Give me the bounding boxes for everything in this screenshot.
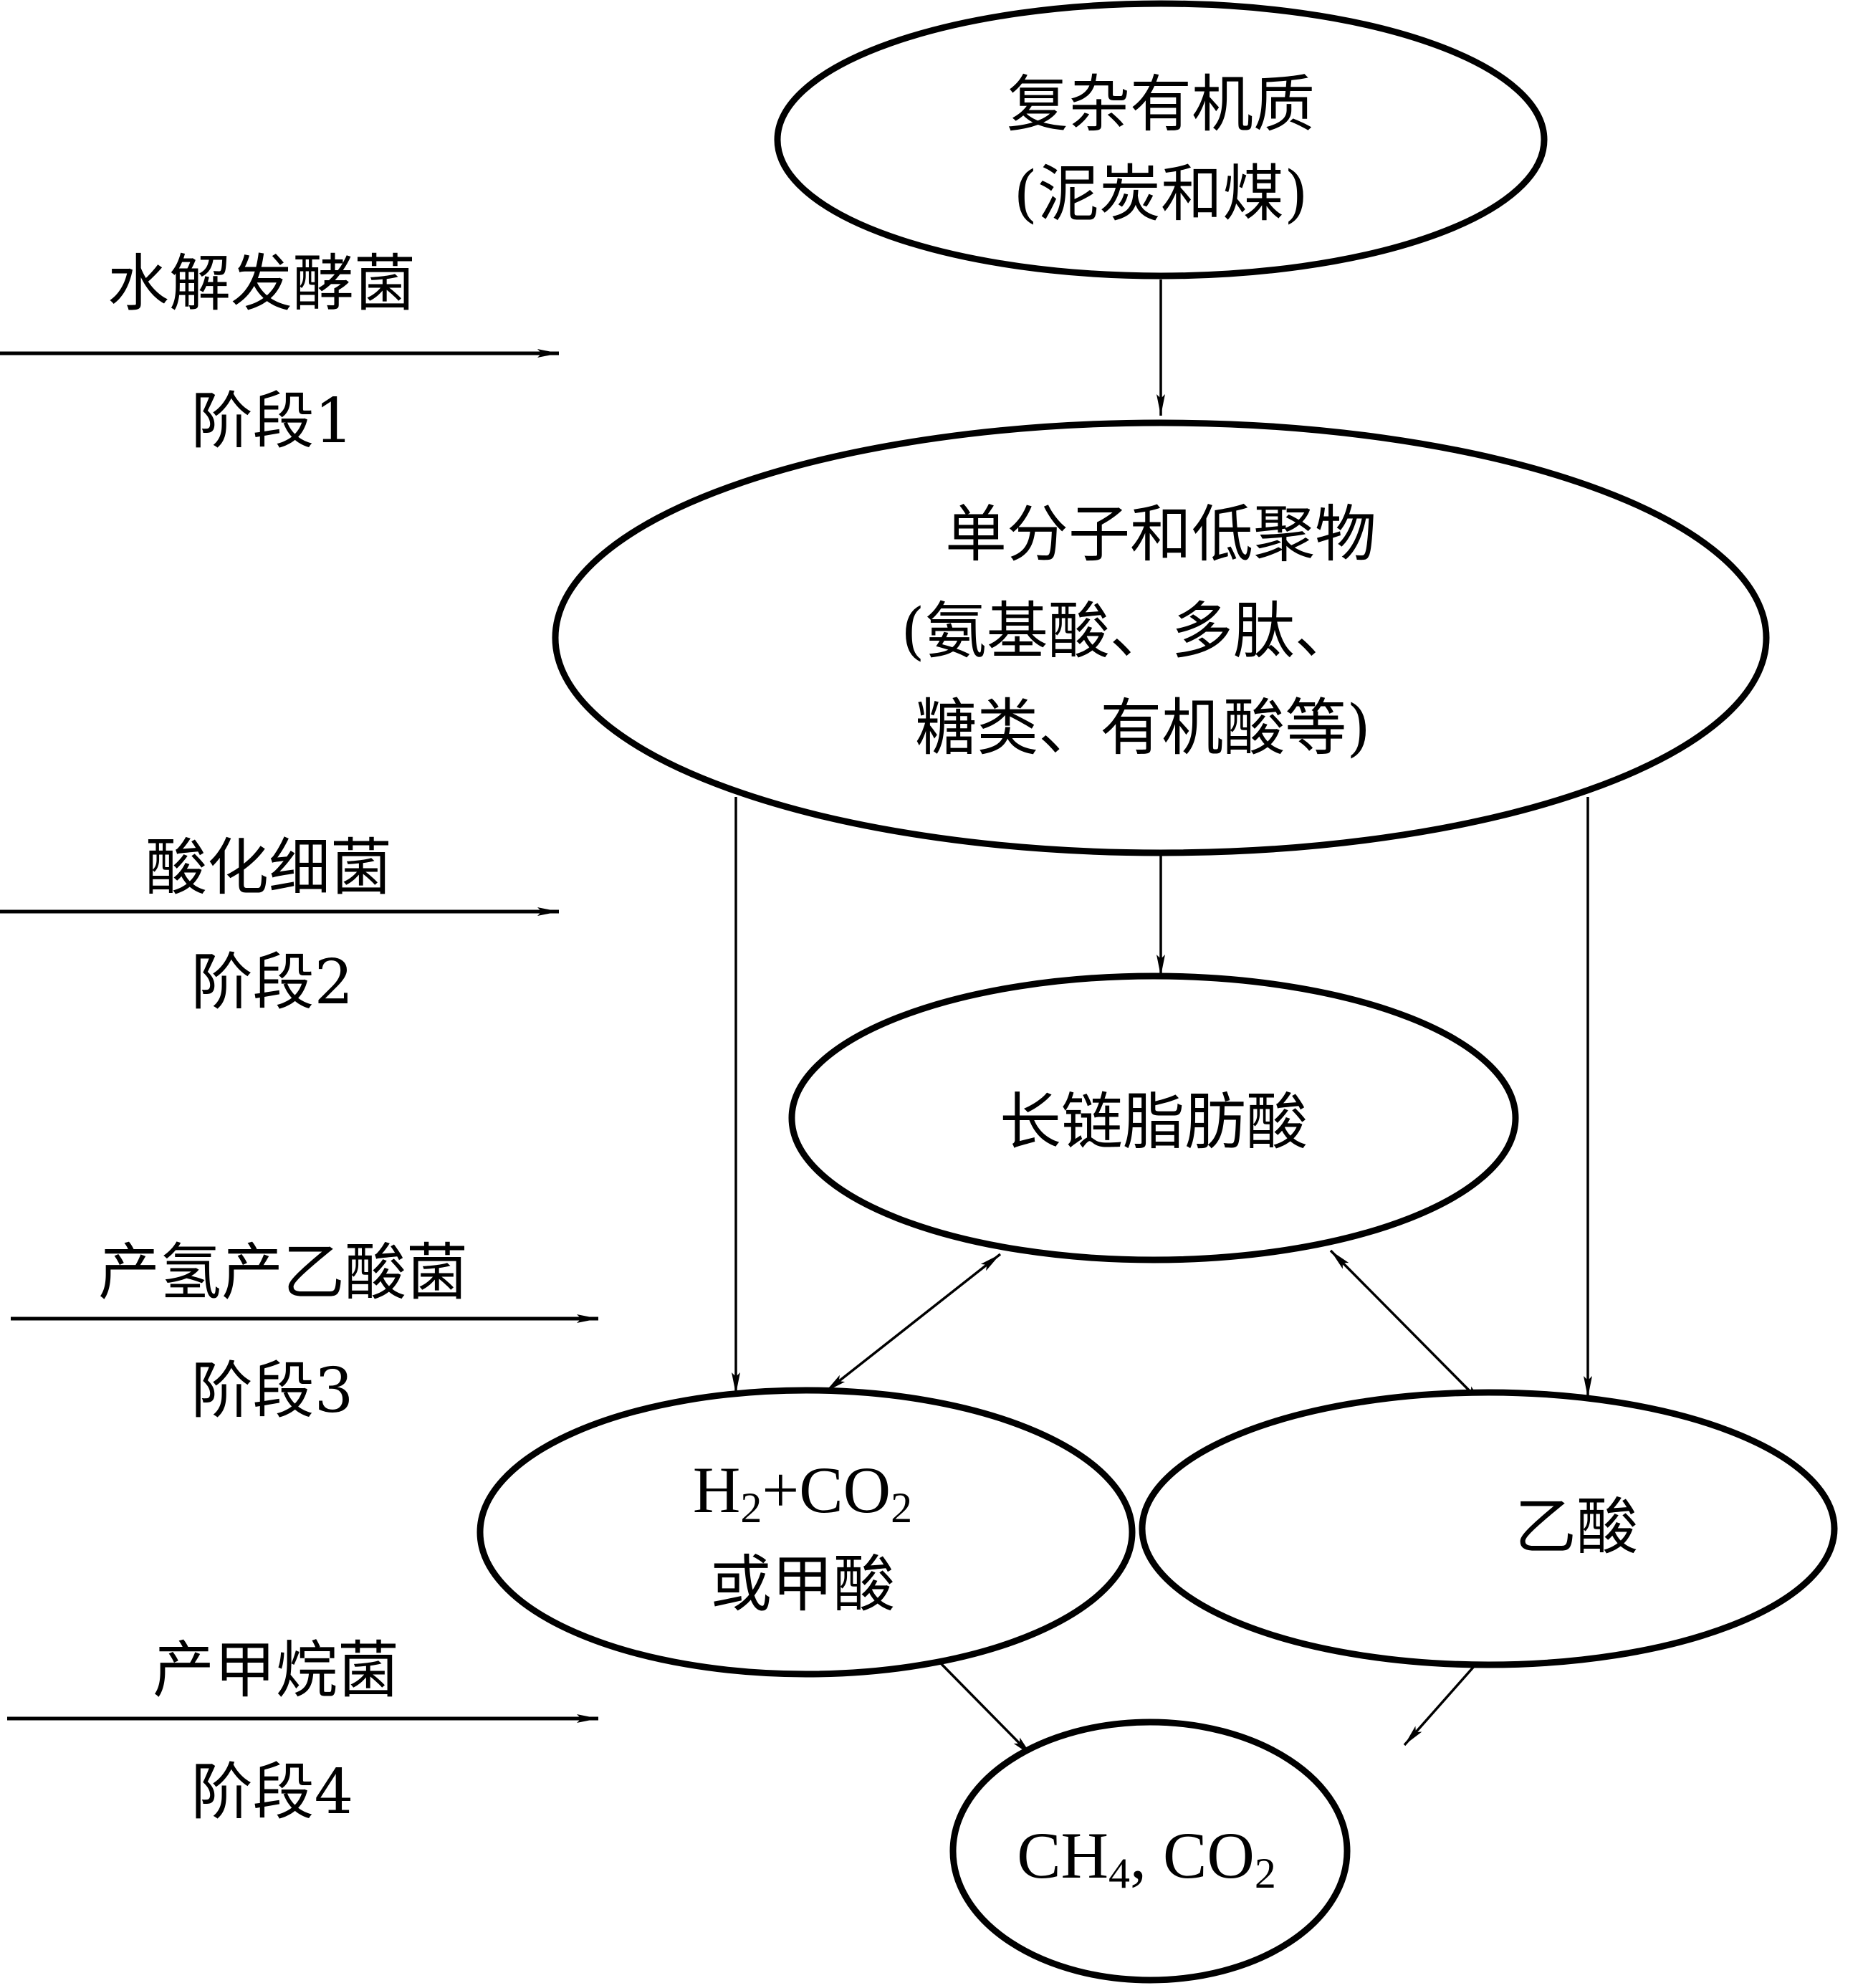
node-monomers: 单分子和低聚物 (氨基酸、多肽、 糖类、有机酸等) bbox=[552, 419, 1770, 856]
formula-h: H bbox=[693, 1453, 740, 1526]
stage-1-label: 阶段1 bbox=[191, 386, 354, 457]
node-acetic-acid-label: 乙酸 bbox=[1515, 1491, 1638, 1563]
stage-3-label: 阶段3 bbox=[191, 1355, 354, 1427]
node-ch4-co2: CH4, CO2 bbox=[949, 1719, 1351, 1984]
node-acetic-acid: 乙酸 bbox=[1139, 1389, 1838, 1668]
stage-2: 酸化细菌 阶段2 bbox=[0, 832, 559, 1018]
node-complex-organic: 复杂有机质 (泥炭和煤) bbox=[774, 0, 1548, 279]
node-fatty-acid-label: 长链脂肪酸 bbox=[1000, 1086, 1308, 1158]
stage-3: 产氢产乙酸菌 阶段3 bbox=[11, 1237, 598, 1427]
formula-ch: CH bbox=[1017, 1819, 1108, 1892]
stage-3-bacteria-label: 产氢产乙酸菌 bbox=[98, 1237, 468, 1309]
edge-h2co2-to-ch4 bbox=[937, 1660, 1033, 1757]
node-ch4-co2-ellipse bbox=[949, 1719, 1351, 1984]
edge-fatty-acid-acetic-bidirectional bbox=[1329, 1249, 1485, 1406]
formula-plus-co: +CO bbox=[762, 1453, 891, 1526]
formula-ch-subscript: 4 bbox=[1108, 1850, 1130, 1897]
node-h2-co2-line-2: 或甲酸 bbox=[710, 1549, 895, 1620]
stage-2-label: 阶段2 bbox=[191, 947, 354, 1018]
node-h2-co2-formula: H2+CO2 bbox=[693, 1453, 912, 1531]
node-fatty-acid-ellipse bbox=[788, 973, 1519, 1263]
edge-fatty-acid-h2co2-bidirectional bbox=[824, 1253, 1002, 1393]
node-monomers-ellipse bbox=[552, 419, 1770, 856]
stage-2-bacteria-label: 酸化细菌 bbox=[145, 832, 392, 904]
node-h2-co2-ellipse bbox=[476, 1387, 1136, 1678]
node-monomers-line-3: 糖类、有机酸等) bbox=[915, 692, 1371, 764]
stage-4-label: 阶段4 bbox=[191, 1757, 354, 1828]
stage-1-bacteria-label: 水解发酵菌 bbox=[107, 248, 416, 320]
stage-4: 产甲烷菌 阶段4 bbox=[7, 1635, 598, 1828]
node-fatty-acid: 长链脂肪酸 bbox=[788, 973, 1519, 1263]
formula-co2-subscript: 2 bbox=[1255, 1850, 1276, 1897]
node-monomers-line-2: (氨基酸、多肽、 bbox=[901, 596, 1356, 667]
stage-4-bacteria-label: 产甲烷菌 bbox=[153, 1635, 399, 1706]
formula-h-subscript: 2 bbox=[740, 1484, 762, 1531]
node-acetic-acid-ellipse bbox=[1139, 1389, 1838, 1668]
node-complex-organic-line-2: (泥炭和煤) bbox=[1013, 158, 1308, 230]
node-complex-organic-ellipse bbox=[774, 0, 1548, 279]
node-complex-organic-line-1: 复杂有机质 bbox=[1007, 69, 1315, 140]
formula-co-subscript: 2 bbox=[891, 1484, 912, 1531]
node-monomers-line-1: 单分子和低聚物 bbox=[945, 499, 1376, 570]
stage-1: 水解发酵菌 阶段1 bbox=[0, 248, 559, 457]
node-ch4-co2-formula: CH4, CO2 bbox=[1017, 1819, 1276, 1897]
formula-sep-co: , CO bbox=[1130, 1819, 1255, 1892]
node-h2-co2: H2+CO2 或甲酸 bbox=[476, 1387, 1136, 1678]
